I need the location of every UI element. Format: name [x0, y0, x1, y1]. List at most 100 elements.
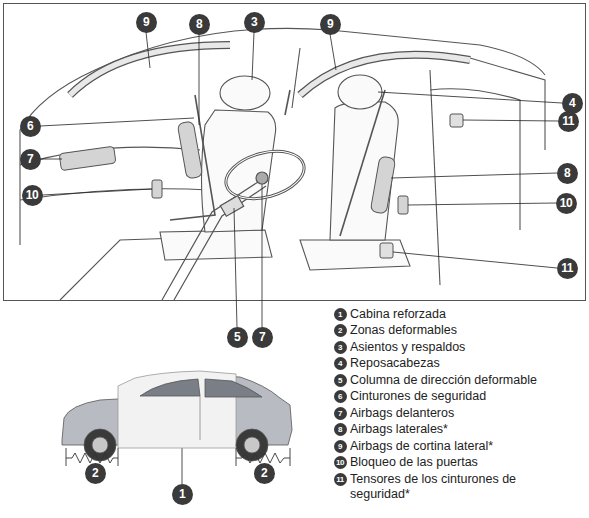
leader-line — [330, 34, 336, 70]
steering-column — [221, 143, 310, 206]
leader-line — [234, 208, 237, 327]
leader-line — [393, 252, 557, 268]
car-side-view — [84, 429, 116, 461]
leader-line — [42, 189, 152, 195]
callout-number: 2 — [85, 463, 106, 484]
crumple-zone-spring — [66, 448, 67, 466]
callout-number: 9 — [136, 12, 157, 33]
legend-number: 1 — [334, 308, 347, 321]
curtain-airbag — [70, 45, 230, 95]
belt-tensioner — [380, 243, 393, 258]
steering-column — [220, 196, 243, 216]
callout-number: 8 — [557, 163, 578, 184]
car-side-view — [62, 371, 292, 461]
door-lock — [152, 180, 162, 198]
airbag — [59, 121, 396, 214]
crumple-zone-spring — [236, 453, 290, 463]
curtain-airbag — [70, 45, 230, 95]
curtain-airbag — [300, 55, 470, 95]
leader-line — [262, 184, 263, 327]
callout-number: 9 — [320, 14, 341, 35]
car-side-view — [92, 437, 108, 453]
callout-number: 3 — [244, 12, 265, 33]
car-side-view — [140, 379, 200, 396]
callout-number: 6 — [20, 116, 41, 137]
seat — [300, 240, 410, 270]
callout-number: 11 — [558, 111, 579, 132]
seat-belt — [170, 95, 215, 220]
legend-number: 8 — [334, 423, 347, 436]
legend-number: 10 — [334, 456, 347, 469]
car-side-view — [200, 396, 201, 440]
legend-number: 9 — [334, 440, 347, 453]
leader-line — [378, 92, 562, 103]
car-side-view — [205, 379, 262, 397]
seat — [202, 110, 276, 232]
interior-outline — [470, 58, 545, 150]
crumple-zone-spring — [236, 448, 237, 466]
callout-number: 7 — [20, 149, 41, 170]
callout-number: 10 — [556, 193, 577, 214]
callout-number: 10 — [22, 185, 43, 206]
crumple-zone-spring — [290, 448, 291, 466]
callout-number: 7 — [252, 327, 273, 348]
legend-text: Columna de dirección deformable — [350, 373, 537, 388]
interior-outline — [430, 89, 520, 230]
seat — [330, 102, 398, 240]
leader-line — [391, 173, 557, 178]
legend-text: Airbags de cortina lateral* — [350, 439, 493, 454]
belt-tensioner — [450, 114, 463, 127]
curtain-airbag — [70, 45, 470, 95]
leader-line — [40, 32, 562, 484]
leader-line — [146, 32, 150, 68]
legend-number: 6 — [334, 390, 347, 403]
interior-outline — [292, 48, 300, 108]
callout-number: 8 — [189, 14, 210, 35]
leader-line — [252, 32, 254, 80]
seat-belt — [285, 90, 290, 115]
legend-number: 2 — [334, 324, 347, 337]
legend-number: 4 — [334, 357, 347, 370]
airbag — [370, 156, 395, 214]
frame — [4, 4, 586, 301]
seat — [220, 76, 270, 110]
interior-outline — [20, 189, 210, 200]
door-lock — [152, 180, 408, 214]
legend-number: 7 — [334, 407, 347, 420]
leader-line — [40, 118, 194, 126]
steering-column — [256, 172, 268, 184]
leader-line — [463, 120, 558, 121]
seat — [160, 75, 410, 270]
belt-tensioner — [380, 114, 463, 258]
leader-line — [199, 34, 200, 125]
curtain-airbag — [300, 55, 470, 95]
airbag — [177, 121, 202, 179]
seat — [338, 75, 382, 109]
legend-text: Airbags delanteros — [350, 406, 454, 421]
legend-number: 3 — [334, 341, 347, 354]
airbag — [59, 146, 116, 170]
callout-number: 1 — [172, 484, 193, 505]
callout-number: 2 — [254, 463, 275, 484]
steering-column — [162, 182, 258, 300]
legend-text: Bloqueo de las puertas — [350, 455, 478, 470]
legend-text: Reposacabezas — [350, 356, 440, 371]
callout-number: 5 — [227, 327, 248, 348]
legend-text: Cinturones de seguridad — [350, 389, 486, 404]
frame — [4, 4, 586, 301]
legend-text: Asientos y respaldos — [350, 340, 465, 355]
leader-line — [40, 159, 62, 160]
legend-text: Zonas deformables — [350, 323, 457, 338]
steering-column — [221, 143, 310, 206]
legend-number: 5 — [334, 374, 347, 387]
crumple-zone-spring — [118, 448, 119, 466]
callout-number: 4 — [562, 93, 583, 114]
callout-number: 11 — [557, 258, 578, 279]
door-lock — [398, 196, 408, 214]
legend-text: Cabina reforzada — [350, 307, 446, 322]
legend-text: Airbags laterales* — [350, 422, 448, 437]
seat — [160, 230, 272, 260]
legend-text: Tensores de los cinturones de seguridad* — [350, 472, 550, 502]
